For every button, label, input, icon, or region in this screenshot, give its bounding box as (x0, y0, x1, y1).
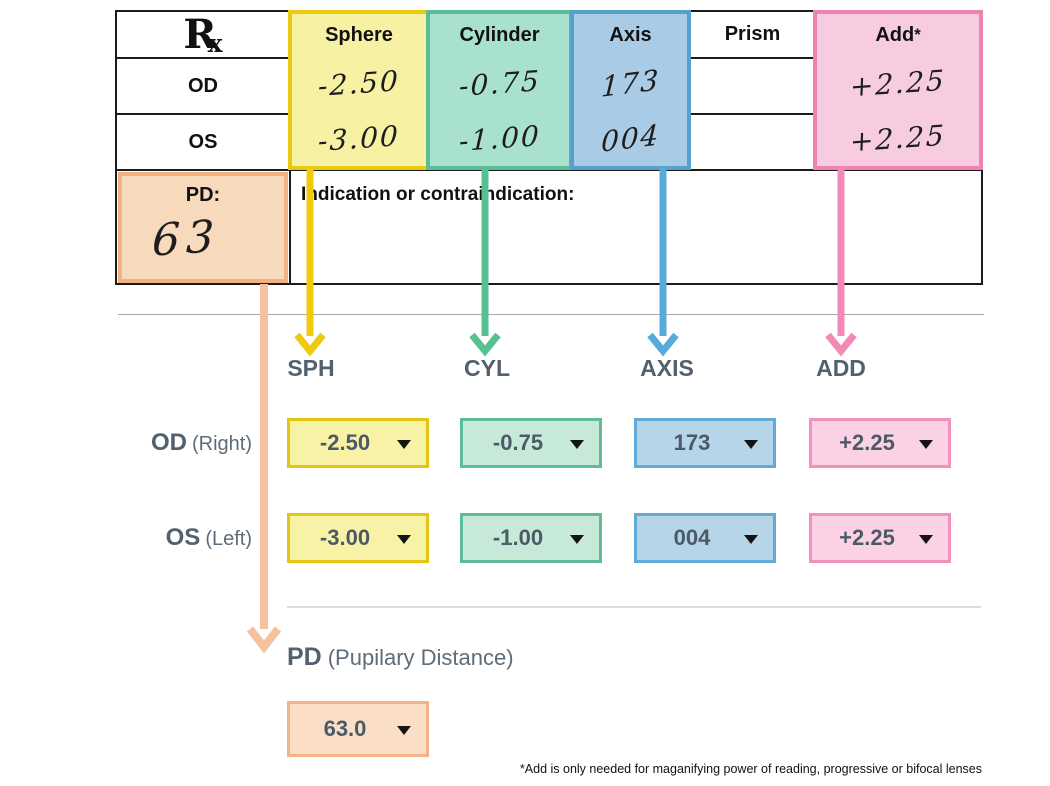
pd-highlight-box: PD: 63 (118, 172, 288, 283)
od-cyl-dropdown[interactable]: -0.75 (460, 418, 602, 468)
form-header-add: ADD (816, 355, 866, 381)
os-cyl-value: -1.00 (492, 525, 544, 550)
table-od-sphere-value: -2.50 (317, 64, 401, 103)
table-os-sphere-value: -3.00 (317, 119, 401, 158)
pd-arrow-icon (246, 284, 282, 654)
form-header-axis: AXIS (640, 355, 694, 381)
table-os-prism-value (691, 115, 814, 169)
od-sublabel-text: (Right) (191, 433, 252, 455)
axis-column-highlight: Axis 173 004 (570, 10, 691, 170)
indication-label: Indication or contraindication: (301, 184, 575, 205)
od-add-value: +2.25 (839, 430, 895, 455)
os-sublabel-text: (Left) (205, 528, 252, 550)
od-axis-value: 173 (673, 430, 711, 455)
dropdown-caret-icon (397, 535, 411, 544)
os-sph-value: -3.00 (319, 525, 371, 550)
dropdown-caret-icon (919, 535, 933, 544)
upper-divider (118, 314, 984, 315)
dropdown-caret-icon (570, 440, 584, 449)
od-sph-value: -2.50 (319, 430, 371, 455)
rx-symbol-x: x (207, 29, 223, 58)
form-header-sph: SPH (287, 355, 335, 381)
pd-dropdown[interactable]: 63.0 (287, 701, 429, 757)
dropdown-caret-icon (744, 535, 758, 544)
dropdown-caret-icon (397, 440, 411, 449)
os-cyl-dropdown[interactable]: -1.00 (460, 513, 602, 563)
table-od-row-label: OD (188, 74, 218, 97)
od-label-text: OD (150, 429, 187, 456)
table-gridline (115, 169, 983, 171)
pd-value: 63.0 (323, 716, 367, 741)
dropdown-caret-icon (744, 440, 758, 449)
table-os-axis-value: 004 (600, 118, 661, 159)
pd-sublabel-text: (Pupilary Distance) (327, 645, 514, 670)
table-od-cylinder-value: -0.75 (458, 64, 541, 103)
od-cyl-value: -0.75 (492, 430, 544, 455)
table-header-add: Add* (817, 14, 979, 56)
form-header-cyl: CYL (464, 355, 510, 381)
table-pd-label: PD: (185, 184, 221, 206)
table-header-axis: Axis (609, 23, 652, 46)
table-od-prism-value (691, 59, 814, 113)
table-os-row-label: OS (188, 130, 218, 153)
pd-label-text: PD (287, 643, 322, 671)
od-add-dropdown[interactable]: +2.25 (809, 418, 951, 468)
add-asterisk: * (914, 25, 921, 44)
cylinder-column-highlight: Cylinder -0.75 -1.00 (426, 10, 573, 170)
dropdown-caret-icon (397, 726, 411, 735)
table-od-axis-value: 173 (600, 63, 661, 104)
os-label-text: OS (165, 524, 201, 551)
dropdown-caret-icon (919, 440, 933, 449)
rx-symbol-r: R (183, 10, 217, 58)
form-pd-label: PD(Pupilary Distance) (287, 643, 514, 672)
os-axis-dropdown[interactable]: 004 (634, 513, 776, 563)
form-os-label: OS(Left) (90, 524, 252, 552)
os-add-value: +2.25 (839, 525, 895, 550)
table-od-add-value: +2.25 (849, 63, 947, 104)
add-footnote: *Add is only needed for maganifying powe… (519, 762, 982, 776)
add-column-highlight: Add* +2.25 +2.25 (813, 10, 983, 170)
sphere-column-highlight: Sphere -2.50 -3.00 (288, 10, 430, 170)
table-header-prism: Prism (724, 22, 781, 45)
os-add-dropdown[interactable]: +2.25 (809, 513, 951, 563)
od-sph-dropdown[interactable]: -2.50 (287, 418, 429, 468)
table-pd-value: 63 (151, 210, 221, 267)
os-axis-value: 004 (673, 525, 711, 550)
form-od-label: OD(Right) (90, 429, 252, 457)
table-os-cylinder-value: -1.00 (458, 119, 541, 158)
add-header-text: Add (875, 23, 915, 46)
od-axis-dropdown[interactable]: 173 (634, 418, 776, 468)
table-os-add-value: +2.25 (849, 118, 947, 159)
dropdown-caret-icon (570, 535, 584, 544)
table-header-sphere: Sphere (325, 23, 393, 46)
lower-divider (287, 606, 981, 608)
table-header-cylinder: Cylinder (459, 23, 540, 46)
os-sph-dropdown[interactable]: -3.00 (287, 513, 429, 563)
